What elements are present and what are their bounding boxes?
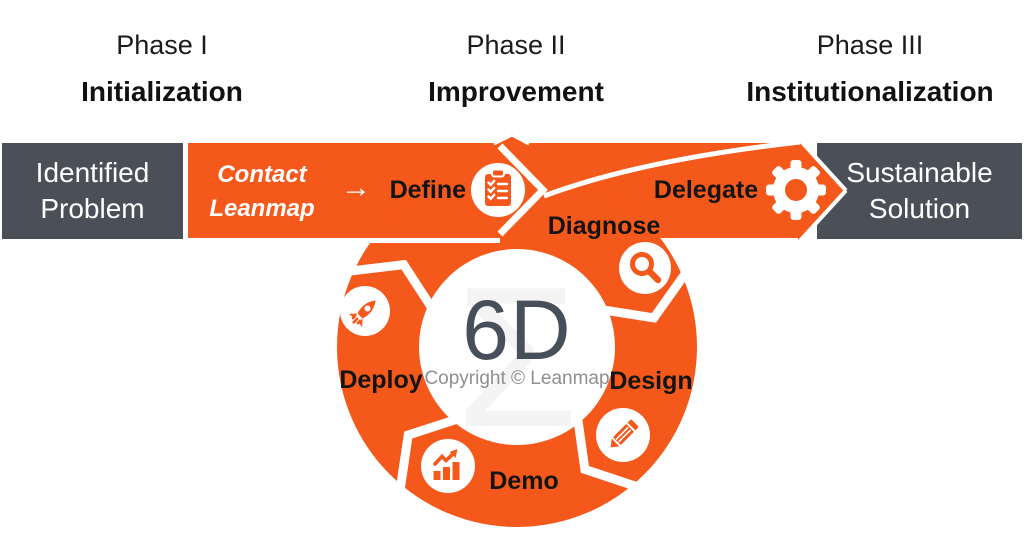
define-segment-chevron [497, 143, 548, 237]
step-delegate-label: Delegate [653, 176, 759, 204]
phase3-label: Phase III [816, 30, 924, 60]
step-diagnose-label: Diagnose [547, 212, 661, 240]
bar-chart-growth-icon [421, 439, 475, 493]
phase2-name: Improvement [428, 76, 604, 107]
gap-before-demo [395, 414, 461, 493]
center-title: 6D [462, 283, 572, 377]
clipboard-checklist-icon [471, 163, 525, 217]
gear-icon [766, 160, 826, 220]
gap-after-diagnose [600, 268, 691, 323]
define-chevron-peak [493, 133, 530, 146]
phase2-label: Phase II [466, 30, 566, 60]
phase3-name: Institutionalization [746, 76, 994, 107]
copyright-text: Copyright © Leanmap [424, 368, 610, 389]
magnifier-icon [619, 242, 671, 294]
rocket-icon [340, 286, 390, 336]
sustainable-solution-text: Sustainable Solution [846, 157, 993, 224]
identified-problem-text: Identified Problem [35, 157, 150, 224]
band-curve-separator [543, 139, 801, 199]
phase1-name: Initialization [81, 76, 243, 107]
phase1-label: Phase I [116, 30, 208, 60]
identified-problem-box [2, 143, 183, 239]
contact-arrow-icon: → [341, 171, 371, 204]
gap-after-design [572, 415, 641, 492]
gap-after-deploy [346, 259, 437, 313]
step-deploy-label: Deploy [339, 366, 423, 394]
ring-gap-chevrons [346, 259, 691, 493]
sigma-watermark: Σ [455, 246, 579, 469]
step-demo-label: Demo [489, 467, 559, 495]
step-define-label: Define [389, 176, 466, 204]
contact-leanmap-cta[interactable]: Contact Leanmap [209, 161, 315, 222]
pencil-icon [596, 408, 650, 462]
sustainable-solution-box [817, 143, 1022, 239]
step-design-label: Design [609, 367, 693, 395]
